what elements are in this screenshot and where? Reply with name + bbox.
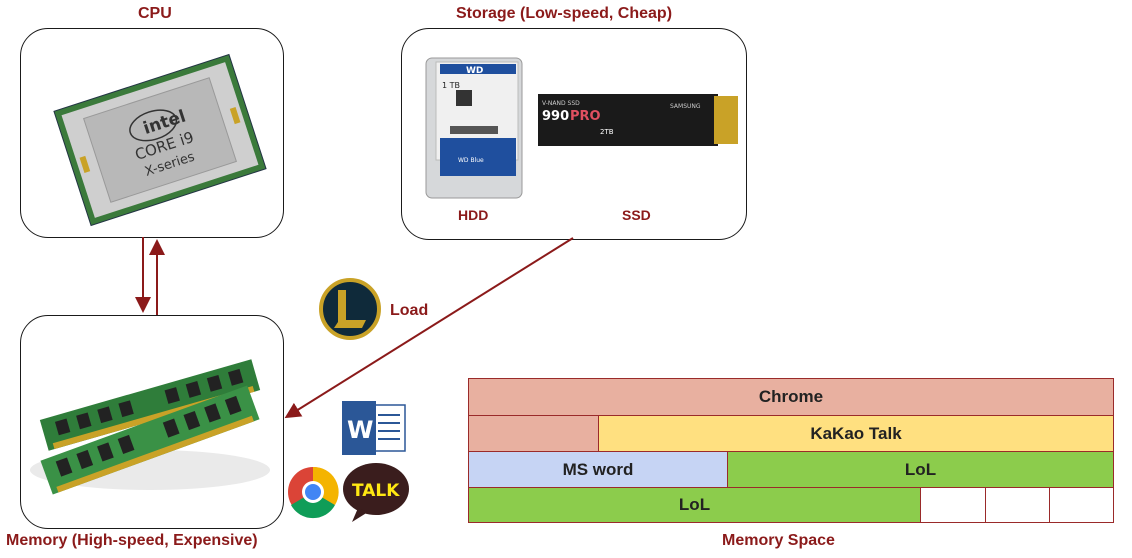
storage-title: Storage (Low-speed, Cheap) xyxy=(456,5,673,22)
load-arrow xyxy=(284,237,574,419)
ssd-model: 990 xyxy=(542,109,569,124)
cpu-title: CPU xyxy=(138,5,172,22)
kakao-talk-text: TALK xyxy=(352,481,400,501)
hdd-brand: WD xyxy=(466,66,483,76)
ssd-brand: SAMSUNG xyxy=(670,103,701,110)
load-label: Load xyxy=(390,302,429,319)
hdd-series: WD Blue xyxy=(458,157,484,164)
mem-kakao-talk: KaKao Talk xyxy=(598,415,1114,452)
mem-empty-1 xyxy=(920,487,986,523)
mem-empty-3 xyxy=(1049,487,1114,523)
word-letter: W xyxy=(347,416,373,444)
mem-lol-bottom: LoL xyxy=(468,487,921,523)
mem-chrome: Chrome xyxy=(468,378,1114,416)
hdd-label: HDD xyxy=(458,207,489,223)
ssd-label: SSD xyxy=(622,207,651,223)
mem-chrome-remainder xyxy=(468,415,599,452)
memory-title: Memory (High-speed, Expensive) xyxy=(6,532,258,549)
ssd-line1: V-NAND SSD xyxy=(542,100,580,107)
ssd-capacity: 2TB xyxy=(600,128,614,136)
mem-lol-top: LoL xyxy=(727,451,1114,488)
memory-space-title: Memory Space xyxy=(722,532,835,549)
mem-ms-word: MS word xyxy=(468,451,728,488)
mem-empty-2 xyxy=(985,487,1050,523)
ssd-model-suffix: PRO xyxy=(570,109,601,124)
hdd-capacity: 1 TB xyxy=(442,81,460,90)
